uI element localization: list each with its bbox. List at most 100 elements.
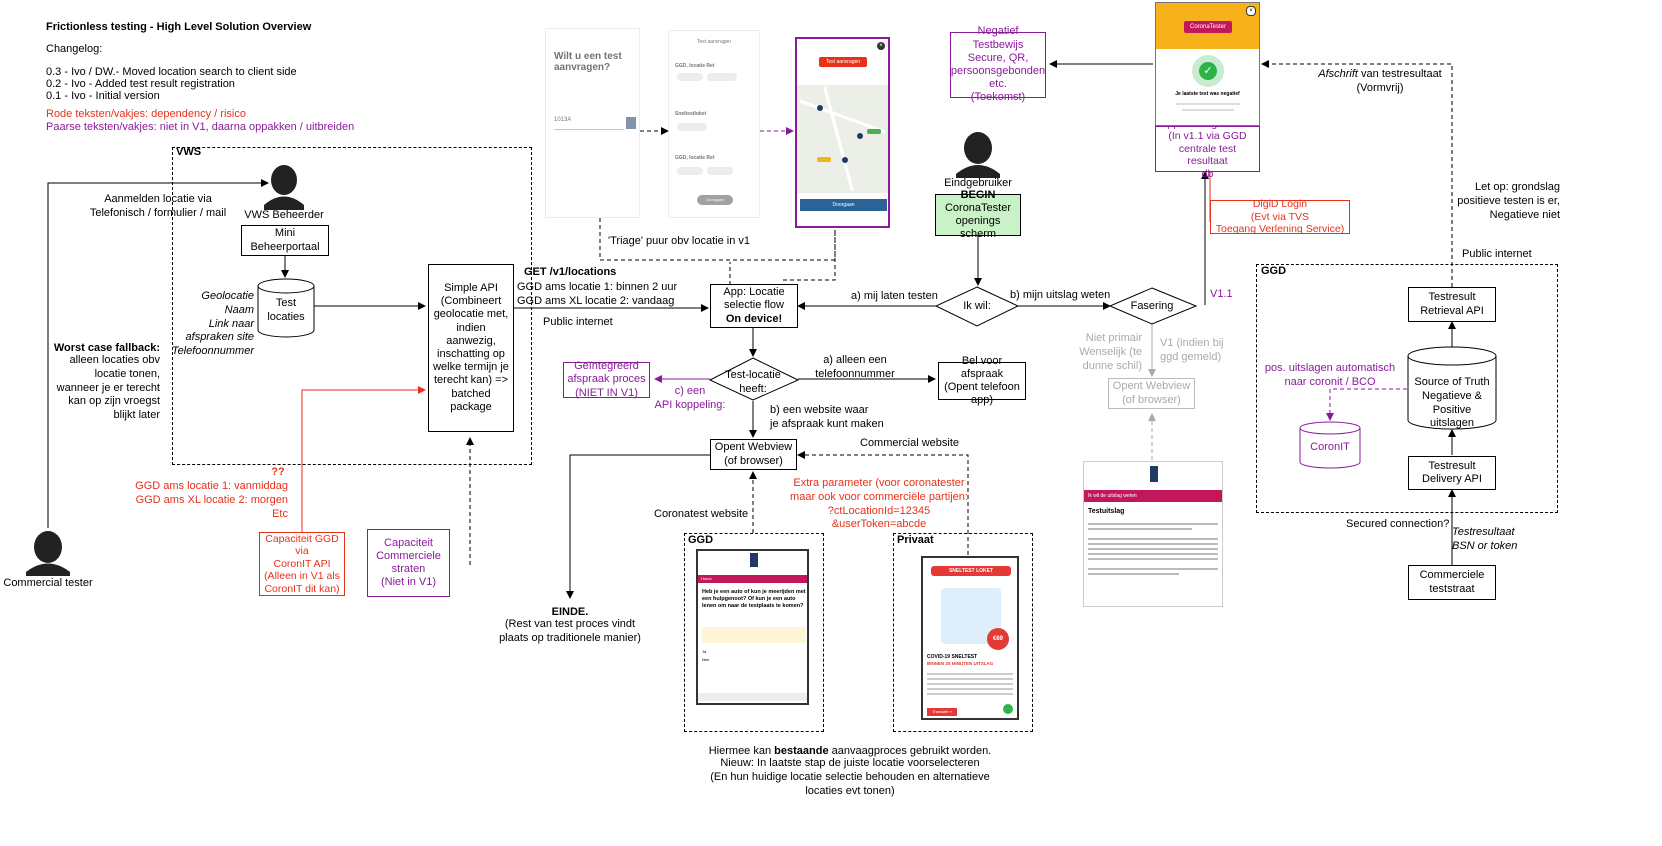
coronit-label: CoronIT [1310,441,1350,453]
changelog-label: Changelog: [46,43,103,55]
fasering-diamond [1108,287,1198,325]
qq-label: ?? [271,466,285,478]
nieuw-label: Nieuw: In laatste stap de juiste locatie… [710,757,990,797]
app-locatie-ondevice: On device! [725,312,783,325]
phone2-header: Test aanvragen [696,39,732,45]
hiermee-label: Hiermee kan bestaande aanvaagproces gebr… [708,745,992,757]
source-of-truth-db [1407,346,1497,430]
ggd-right-label: GGD [1261,265,1287,277]
close-icon: × [1246,6,1256,16]
eindgebruiker-person-icon [956,132,1000,178]
testresultaat-bsn-label: Testresultaat BSN or token [1452,526,1518,552]
sneltest-sub: BINNEN 20 MINUTEN UITSLAG [927,661,994,666]
ik-wil-label: Ik wil: [963,300,991,312]
vws-region [172,147,532,465]
commercial-tester-person-icon [26,531,70,576]
geintegreerd-box: Geïntegreerd afspraak proces (NIET IN V1… [563,360,650,399]
ggd-website-mockup: Home Heb je een auto of kun je meerijden… [696,549,809,705]
phone3-button-top: Test aanvragen [819,57,867,67]
phone2-item-1: GGD, locatie Ret [675,63,715,69]
geo-fields-label: Geolocatie Naam Link naar afspraken site… [171,290,254,357]
rijksoverheid-logo-icon [1150,466,1158,482]
privaat-label: Privaat [897,534,934,546]
coronatester-badge: CoronaTester [1184,21,1232,33]
pos-uitslagen-label: pos. uitslagen automatisch naar coronit … [1264,362,1396,388]
ggd-bottom-label: GGD [688,534,714,546]
test-locatie-diamond [708,357,800,401]
legend-purple: Paarse teksten/vakjes: niet in V1, daarn… [46,121,355,133]
ggd-page-opt1: Ja [702,649,707,654]
uitslag-header: Ik wil de uitslag weten [1084,490,1222,502]
begin-body: CoronaTester openings scherm [944,201,1012,241]
phone1-go-icon [626,117,636,129]
phone1-title: Wilt u een test aanvragen? [554,51,622,73]
sneltest-logo: SNELTEST LOKET [931,566,1011,576]
secured-label: Secured connection? [1346,518,1450,530]
testuitslag-mockup: Ik wil de uitslag weten Testuitslag [1083,461,1223,607]
v1-indien-label: V1 (indien bij ggd gemeld) [1160,337,1224,363]
phone2-item-2: Sneltestloket [675,111,707,117]
sneltest-translate-button: Translate » [927,708,957,716]
website-afspraak-label: b) een website waar je afspraak kunt mak… [770,404,884,430]
mij-laten-testen-label: a) mij laten testen [851,290,938,302]
vws-region-label: VWS [176,146,202,158]
rijksoverheid-logo-icon [750,553,758,567]
ggd-page-warning [702,627,806,643]
whatsapp-icon [1003,704,1013,714]
get-locations-label: GET /v1/locations [524,266,617,278]
ik-wil-diamond [934,286,1020,327]
coronatester-result-mockup: CoronaTester × ✓ Je laatste test was neg… [1155,2,1260,126]
commerciele-teststraat-box: Commerciele teststraat [1408,565,1496,600]
test-locatie-heeft-label: Test-locatie heeft: [725,369,781,395]
niet-primair-label: Niet primair Wenselijk (te dunne schil) [1079,332,1142,372]
test-locaties-label: Test locaties [267,297,305,323]
source-of-truth-label: Source of Truth Negatieve & Positive uit… [1414,376,1490,430]
worst-case-title: Worst case fallback: [53,342,160,354]
begin-title: BEGIN [960,188,996,201]
ggd-page-opt2: Nee [702,657,710,662]
triage-label: 'Triage' puur obv locatie in v1 [608,235,750,247]
changelog-entry-3: 0.1 - Ivo - Initial version [46,90,160,102]
aanmelden-label: Aanmelden locatie via Telefonisch / form… [89,193,227,219]
opent-webview-gray-box: Opent Webview (of browser) [1108,378,1195,409]
legend-red: Rode teksten/vakjes: dependency / risico [46,108,246,120]
testresult-delivery-box: Testresult Delivery API [1408,456,1496,490]
ggd-right-region [1256,264,1558,513]
v11-label: V1.1 [1210,288,1233,300]
commercial-website-label: Commercial website [860,437,960,449]
phone2-button: Doorgaan [697,195,733,205]
public-internet-right-label: Public internet [1462,248,1532,260]
changelog-entry-2: 0.2 - Ivo - Added test result registrati… [46,78,235,90]
vws-beheerder-person-icon [264,165,304,210]
bel-voor-afspraak-box: Bel voor afspraak (Opent telefoon app) [938,355,1026,406]
check-circle-icon: ✓ [1192,55,1224,87]
capaciteit-ggd-box: Capaciteit GGD via CoronIT API (Alleen i… [259,532,345,596]
commercial-tester-label: Commercial tester [3,577,93,589]
privaat-region [893,533,1033,732]
phone3-button: Doorgaan [800,199,887,211]
sneltest-title: COVID-19 SNELTEST [927,654,978,660]
ggd-page-question: Heb je een auto of kun je meerijden met … [702,589,806,609]
afschrift-label: Afschrift van testresultaat (Vormvrij) [1318,68,1442,94]
sneltest-price: €69 [987,628,1009,650]
begin-box: BEGIN CoronaTester openings scherm [935,189,1021,240]
negatief-testbewijs-box: Negatief Testbewijs Secure, QR, persoons… [950,25,1046,104]
phone1-input: 1013A [554,117,624,130]
app-locatie-selectie-box: App: Locatie selectie flow On device! [710,284,798,328]
vws-beheerder-label: VWS Beheerder [244,209,324,221]
uitslag-title: Testuitslag [1088,508,1125,515]
phone3-close-icon: × [877,42,885,50]
phone-mockup-map: Test aanvragen × Doorgaan [795,37,890,228]
coronatest-website-label: Coronatest website [654,508,749,520]
einde-title: EINDE. [551,606,589,618]
capaciteit-commercieel-box: Capaciteit Commerciele straten (Niet in … [367,529,450,597]
worst-case-body: alleen locaties obv locatie tonen, wanne… [56,354,160,421]
ggd-page-nav: Home [698,575,807,583]
ggd-bottom-region [684,533,824,732]
mijn-uitslag-weten-label: b) mijn uitslag weten [1010,289,1111,301]
digid-box: DigiD Login (Evt via TVS Toegang Verleni… [1210,198,1350,235]
coronit-db [1299,421,1361,469]
let-op-label: Let op: grondslag positieve testen is er… [1457,181,1560,221]
testresult-retrieval-box: Testresult Retrieval API [1408,287,1496,322]
